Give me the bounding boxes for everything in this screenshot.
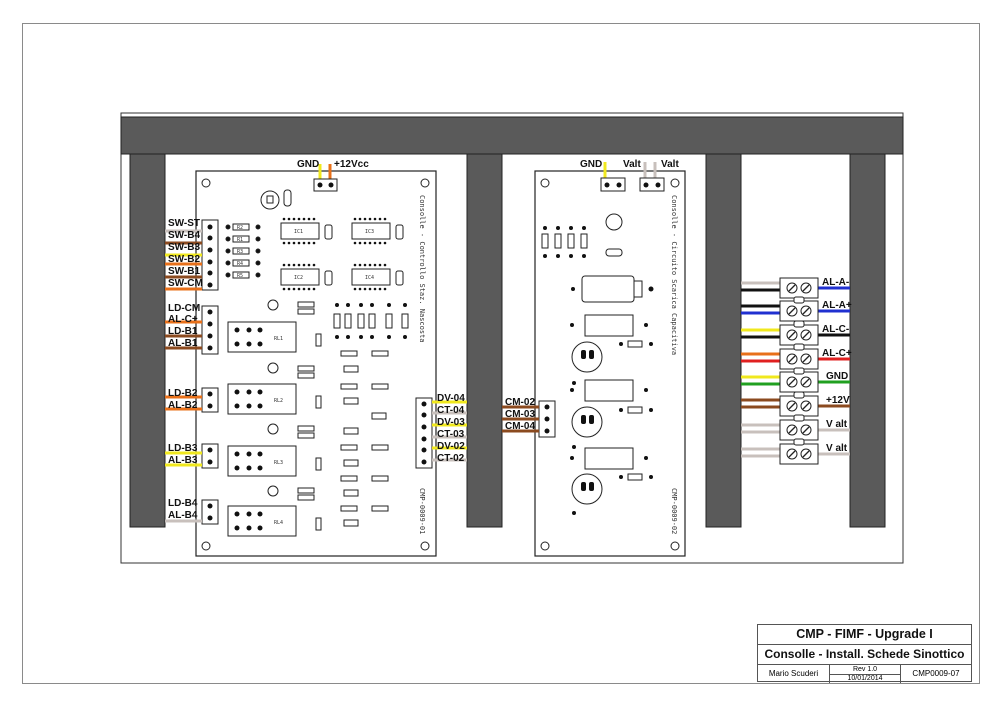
title-block-subtitle: Consolle - Install. Schede Sinottico [758,645,971,665]
board2-gnd-label: GND [580,159,602,170]
label-ld-cm: LD-CM [168,303,200,314]
label-al-a-plus: AL-A+ [822,300,852,311]
board1-code: CMP-0009-01 [418,488,426,534]
label-cm-02: CM-02 [505,397,535,408]
top-mounting-bar [120,116,904,155]
mounting-bar-2 [466,153,503,528]
title-block: CMP - FIMF - Upgrade I Consolle - Instal… [757,624,972,683]
relay-rl3-label: RL3 [274,460,283,466]
svg-text:R4: R4 [237,261,243,267]
relay-rl4-label: RL4 [274,520,283,526]
label-al-b3: AL-B3 [168,455,198,466]
relay-rl2-label: RL2 [274,398,283,404]
label-ld-b2: LD-B2 [168,388,198,399]
label-sw-st: SW-ST [168,218,200,229]
title-block-author: Mario Scuderi [758,665,830,683]
label-al-c-plus: AL-C+ [168,314,198,325]
label-ct-03: CT-03 [437,429,465,440]
label-sw-b3: SW-B3 [168,242,200,253]
ic3-label: IC3 [365,229,374,235]
label-ct-04: CT-04 [437,405,465,416]
label-sw-b2: SW-B2 [168,254,200,265]
ic4-label: IC4 [365,275,374,281]
label-al-c-minus: AL-C- [822,324,849,335]
title-block-title: CMP - FIMF - Upgrade I [758,625,971,645]
title-block-rev: Rev 1.0 [830,665,900,675]
board-cmp-0009-02: Consolle - Circuito Scarica Capacitiva C… [502,162,686,557]
label-cm-04: CM-04 [505,421,535,432]
board1-12vcc-label: +12Vcc [334,159,369,170]
svg-text:R5: R5 [237,273,243,279]
ic1-label: IC1 [294,229,303,235]
label-sw-b4: SW-B4 [168,230,200,241]
label-valt-terminal-2: V alt [826,443,848,454]
label-al-b4: AL-B4 [168,510,198,521]
board1-vertical-title: Consolle - Controllo Staz. Nascosta [418,195,426,343]
board1-gnd-label: GND [297,159,319,170]
board2-valt-label-1: Valt [623,159,641,170]
label-al-c-plus-terminal: AL-C+ [822,348,852,359]
label-ld-b4: LD-B4 [168,498,198,509]
label-12v-terminal: +12V [826,395,850,406]
label-ld-b1: LD-B1 [168,326,198,337]
label-al-b1: AL-B1 [168,338,198,349]
relay-rl1-label: RL1 [274,336,283,342]
board2-code: CMP-0009-02 [670,488,678,534]
label-cm-03: CM-03 [505,409,535,420]
label-dv-04: DV-04 [437,393,465,404]
label-gnd-terminal: GND [826,371,848,382]
mounting-bar-1 [129,153,166,528]
board2-vertical-title: Consolle - Circuito Scarica Capacitiva [670,195,678,355]
label-valt-terminal-1: V alt [826,419,848,430]
label-ct-02: CT-02 [437,453,465,464]
label-sw-b1: SW-B1 [168,266,200,277]
svg-text:R2: R2 [237,225,243,231]
title-block-doc-code: CMP0009-07 [912,669,960,678]
label-dv-03: DV-03 [437,417,465,428]
label-al-b2: AL-B2 [168,400,198,411]
board2-valt-label-2: Valt [661,159,679,170]
label-ld-b3: LD-B3 [168,443,198,454]
label-al-a-minus: AL-A- [822,277,849,288]
ic2-label: IC2 [294,275,303,281]
mounting-bar-4 [849,153,886,528]
svg-text:R3: R3 [237,249,243,255]
label-dv-02: DV-02 [437,441,465,452]
title-block-date: 10/01/2014 [847,675,883,682]
drawing-frame [22,23,980,684]
label-sw-cm: SW-CM [168,278,203,289]
mounting-bar-3 [705,153,742,528]
terminal-block [741,277,850,465]
svg-text:R1: R1 [237,237,243,243]
